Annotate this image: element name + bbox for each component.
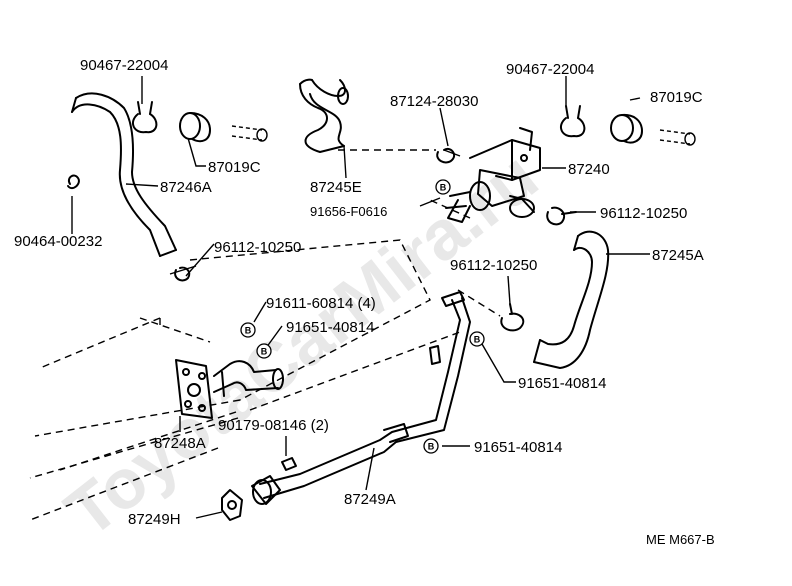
fitting-stub-right bbox=[659, 129, 696, 146]
svg-text:B: B bbox=[440, 183, 447, 193]
svg-text:B: B bbox=[261, 347, 268, 357]
label-90179-08146: 90179-08146 (2) bbox=[218, 417, 329, 434]
grommet-right[interactable] bbox=[610, 113, 643, 144]
fitting-stub-left bbox=[231, 125, 268, 142]
label-91651-40814-b: 91651-40814 bbox=[518, 375, 606, 392]
hose-clamp-right[interactable] bbox=[559, 105, 586, 138]
water-valve-87240[interactable] bbox=[445, 127, 541, 223]
clip-90464[interactable] bbox=[67, 174, 80, 190]
svg-text:B: B bbox=[245, 326, 252, 336]
label-87240: 87240 bbox=[568, 161, 610, 178]
clamp-87124[interactable] bbox=[436, 148, 461, 164]
svg-text:B: B bbox=[474, 335, 481, 345]
hose-87245A[interactable] bbox=[533, 230, 610, 369]
label-91656-F0616: 91656-F0616 bbox=[310, 204, 387, 219]
leader-lines bbox=[71, 76, 650, 519]
nut-90179[interactable] bbox=[281, 457, 297, 471]
hose-clamp-96112-left[interactable] bbox=[169, 265, 197, 282]
gasket-87249H[interactable] bbox=[221, 489, 243, 521]
svg-text:B: B bbox=[428, 442, 435, 452]
label-87019C-left: 87019C bbox=[208, 159, 261, 176]
label-90467-22004-left: 90467-22004 bbox=[80, 57, 168, 74]
grommet-left[interactable] bbox=[179, 112, 211, 143]
label-91611-60814: 91611-60814 (4) bbox=[266, 295, 376, 312]
bolt-symbol-2: B bbox=[240, 322, 256, 338]
label-87124-28030: 87124-28030 bbox=[390, 93, 478, 110]
label-87019C-right: 87019C bbox=[650, 89, 703, 106]
label-87249H: 87249H bbox=[128, 511, 181, 528]
dashed-guide-lines bbox=[29, 149, 501, 521]
hose-clamp-left[interactable] bbox=[131, 101, 158, 134]
label-87248A: 87248A bbox=[154, 435, 206, 452]
label-96112-10250-left: 96112-10250 bbox=[214, 239, 301, 256]
label-91651-40814-c: 91651-40814 bbox=[474, 439, 562, 456]
hose-clamp-96112-right[interactable] bbox=[546, 206, 577, 226]
label-96112-10250-mid: 96112-10250 bbox=[450, 257, 537, 274]
label-90467-22004-right: 90467-22004 bbox=[506, 61, 594, 78]
label-90464-00232: 90464-00232 bbox=[14, 233, 102, 250]
hose-87246A[interactable] bbox=[71, 92, 177, 257]
bolt-symbol-4: B bbox=[469, 331, 485, 347]
diagram-code: ME M667-B bbox=[646, 532, 715, 547]
label-96112-10250-right: 96112-10250 bbox=[600, 205, 687, 222]
bolt-symbol-5: B bbox=[423, 438, 439, 454]
bolt-symbol-1: B bbox=[435, 179, 451, 195]
hose-clamp-96112-mid[interactable] bbox=[500, 303, 525, 332]
label-87245E: 87245E bbox=[310, 179, 362, 196]
label-87245A: 87245A bbox=[652, 247, 704, 264]
label-91651-40814-a: 91651-40814 bbox=[286, 319, 374, 336]
hose-87245E[interactable] bbox=[299, 78, 349, 153]
label-87246A: 87246A bbox=[160, 179, 212, 196]
flange-87248A[interactable] bbox=[175, 359, 284, 419]
water-pipe-87249A[interactable] bbox=[251, 291, 471, 505]
label-87249A: 87249A bbox=[344, 491, 396, 508]
bolt-symbol-3: B bbox=[256, 343, 272, 359]
